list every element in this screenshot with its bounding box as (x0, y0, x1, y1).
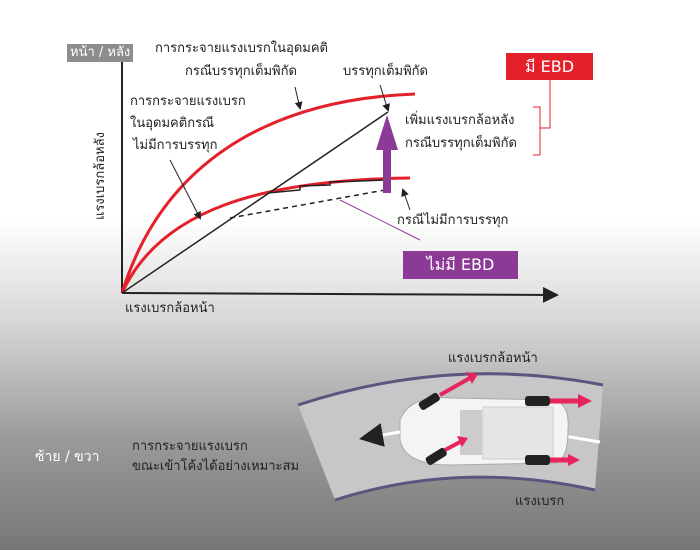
ideal-full-load-curve (120, 92, 416, 294)
x-axis (121, 286, 559, 303)
stepped-line (267, 179, 386, 194)
x-axis-label: แรงเบรกล้อหน้า (125, 301, 215, 316)
brake-force-label: แรงเบรก (515, 494, 565, 509)
ideal-full-load-label-2: กรณีบรรทุกเต็มพิกัด (185, 64, 297, 79)
ideal-full-load-label: การกระจายแรงเบรกในอุดมคติ (155, 41, 328, 56)
ebd-line (121, 111, 389, 294)
without-ebd-badge: ไม่มี EBD (403, 251, 518, 279)
tire-arrows (418, 372, 592, 466)
ideal-no-load-curve (120, 176, 411, 294)
ideal-no-load-label-3: ไม่มีการบรรทุก (133, 138, 218, 153)
increase-arrow (376, 115, 398, 193)
with-ebd-badge: มี EBD (506, 53, 593, 80)
y-axis-badge: หน้า / หลัง (67, 44, 134, 62)
cornering-description-2: ขณะเข้าโค้งได้อย่างเหมาะสม (132, 459, 300, 474)
cornering-description: การกระจายแรงเบรก (132, 439, 248, 454)
full-load-label: บรรทุกเต็มพิกัด (343, 64, 428, 79)
side-label: ซ้าย / ขวา (35, 449, 100, 465)
ideal-no-load-label-2: ในอุดมคติกรณี (130, 116, 215, 131)
no-load-label: กรณีไม่มีการบรรทุก (397, 213, 509, 228)
ideal-no-load-label: การกระจายแรงเบรก (130, 94, 246, 109)
increase-label-2: กรณีบรรทุกเต็มพิกัด (405, 136, 517, 151)
front-force-label: แรงเบรกล้อหน้า (448, 351, 538, 366)
y-axis-label: แรงเบรกล้อหลัง (93, 132, 108, 220)
increase-label: เพิ่มแรงเบรกล้อหลัง (405, 113, 515, 128)
